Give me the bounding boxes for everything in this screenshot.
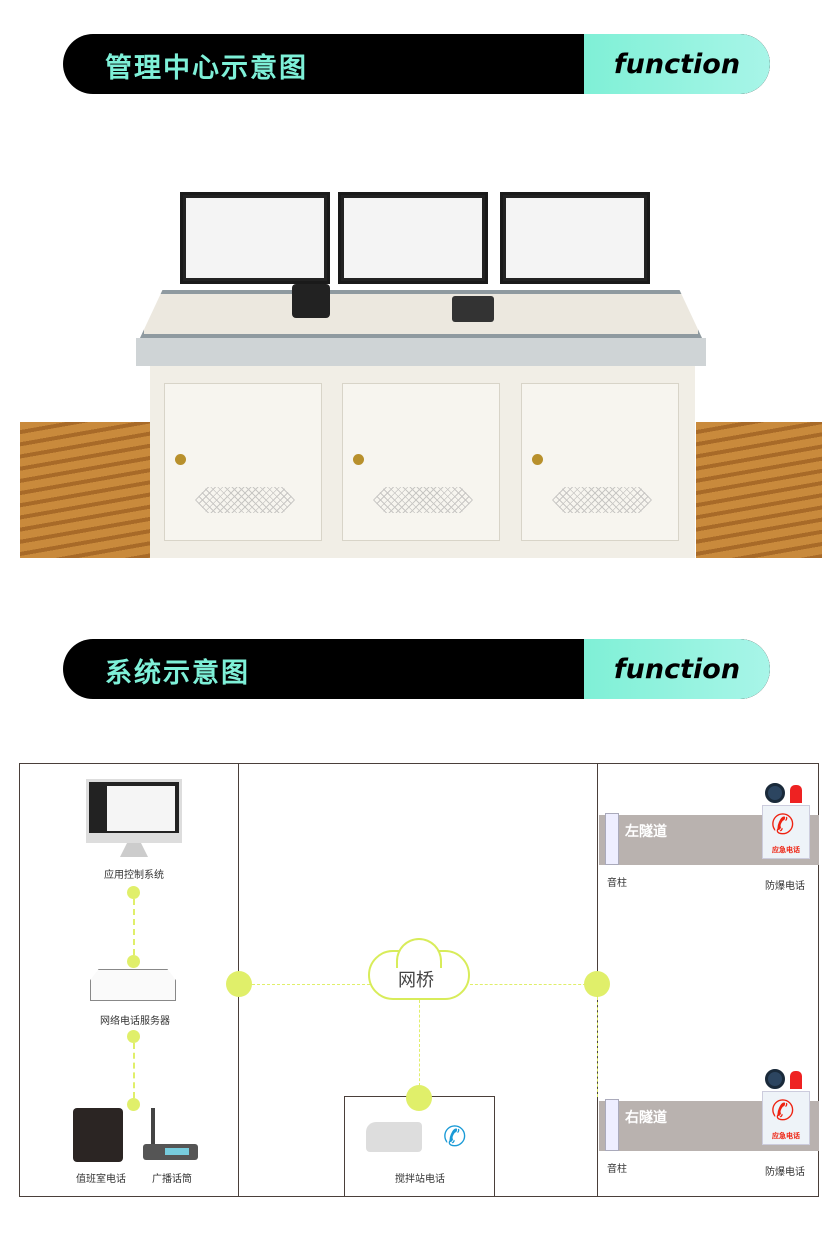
speaker-column-label: 音柱 [607, 1164, 627, 1175]
link [419, 1000, 420, 1086]
knob [532, 454, 543, 465]
emergency-phone[interactable]: ✆ 应急电话 [762, 805, 810, 859]
node-dot [127, 1030, 140, 1043]
system-diagram [19, 763, 819, 1197]
speaker-column-icon [605, 813, 619, 865]
microphone-icon [143, 1108, 198, 1162]
duty-phone-label: 值班室电话 [76, 1174, 126, 1185]
control-center-illustration [20, 185, 822, 558]
desk-edge [136, 338, 706, 366]
phone-call-icon: ✆ [443, 1120, 467, 1153]
floor-left [20, 422, 150, 558]
camera-icon [765, 783, 785, 803]
node-dot [406, 1085, 432, 1111]
link [252, 984, 370, 985]
explosion-proof-phone-label: 防爆电话 [765, 1167, 805, 1178]
bridge-label: 网桥 [398, 970, 434, 991]
emergency-phone[interactable]: ✆ 应急电话 [762, 1091, 810, 1145]
siren-icon [790, 785, 802, 803]
grille [373, 487, 473, 513]
emergency-phone-label: 应急电话 [772, 1132, 800, 1140]
desk-phone [292, 284, 330, 318]
section-header-management: 管理中心示意图 function [63, 34, 770, 94]
camera-icon [765, 1069, 785, 1089]
function-tag: function [584, 639, 770, 699]
speaker-column-label: 音柱 [607, 878, 627, 889]
monitor-center [338, 192, 488, 284]
node-dot [226, 971, 252, 997]
server-icon [90, 969, 176, 1001]
phone-server-label: 网络电话服务器 [100, 1016, 170, 1027]
desk-console [452, 296, 494, 322]
section-title: 系统示意图 [105, 658, 250, 689]
explosion-proof-phone-label: 防爆电话 [765, 881, 805, 892]
app-control-label: 应用控制系统 [104, 870, 164, 881]
emergency-phone-label: 应急电话 [772, 846, 800, 854]
siren-icon [790, 1071, 802, 1089]
floor-right [696, 422, 822, 558]
node-dot [584, 971, 610, 997]
broadcast-mic-label: 广播话筒 [152, 1174, 192, 1185]
mixer-truck-icon [366, 1122, 422, 1152]
section-title: 管理中心示意图 [105, 53, 308, 84]
phone-icon: ✆ [771, 808, 795, 841]
monitor-right [500, 192, 650, 284]
link [470, 984, 586, 985]
cabinet-door[interactable] [342, 383, 500, 541]
section-header-system: 系统示意图 function [63, 639, 770, 699]
node-dot [127, 955, 140, 968]
mixing-station-label: 搅拌站电话 [395, 1174, 445, 1185]
link [133, 1043, 135, 1098]
cabinet-door[interactable] [164, 383, 322, 541]
speaker-column-icon [605, 1099, 619, 1151]
right-tunnel-label: 右隧道 [625, 1110, 667, 1126]
desk-phone-icon [73, 1108, 123, 1162]
grille [195, 487, 295, 513]
knob [353, 454, 364, 465]
computer-icon [86, 779, 182, 843]
desk-top [140, 290, 702, 338]
function-tag: function [584, 34, 770, 94]
link [597, 997, 598, 1097]
node-dot [127, 886, 140, 899]
link [133, 899, 135, 955]
knob [175, 454, 186, 465]
monitor-left [180, 192, 330, 284]
grille [552, 487, 652, 513]
node-dot [127, 1098, 140, 1111]
left-tunnel-label: 左隧道 [625, 824, 667, 840]
monitor-stand [120, 843, 148, 857]
phone-icon: ✆ [771, 1094, 795, 1127]
cabinet-door[interactable] [521, 383, 679, 541]
